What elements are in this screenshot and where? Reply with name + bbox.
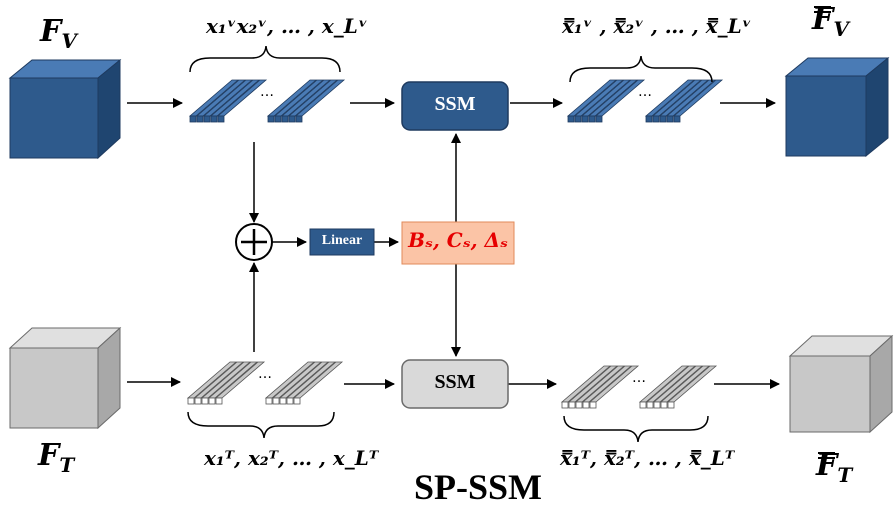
token-face (194, 397, 202, 405)
token-face (272, 397, 280, 405)
token-face (279, 397, 287, 405)
brace-t-out (563, 415, 709, 443)
ssm-bottom-label: SSM (434, 371, 476, 393)
linear-label: Linear (321, 233, 363, 248)
token-face (187, 397, 195, 405)
text-sequence-input-label: x₁ᵀ, x₂ᵀ, … , x_Lᵀ (204, 446, 379, 470)
token-face (215, 397, 223, 405)
token-face (208, 397, 216, 405)
visual-tokens-output: … (566, 79, 724, 123)
token-face (567, 115, 575, 123)
text-sequence-output-label: x̿₁ᵀ, x̿₂ᵀ, … , x̿_Lᵀ (560, 446, 735, 470)
linear-box (309, 228, 375, 256)
token-face (659, 115, 667, 123)
ssm-bottom-box (401, 359, 509, 409)
text-tokens-input: … (186, 361, 344, 405)
text-tokens-output: … (560, 365, 718, 409)
token-face (581, 115, 589, 123)
token-face (575, 401, 583, 409)
fv-input-cube (8, 58, 122, 160)
token-ellipsis: … (632, 370, 646, 386)
token-face (267, 115, 275, 123)
token-face (217, 115, 225, 123)
diagram-title: SP-SSM (414, 467, 543, 507)
visual-sequence-output-label: x̿₁ᵛ , x̿₂ᵛ , … , x̿_Lᵛ (562, 14, 752, 38)
token-face (639, 401, 647, 409)
token-face (210, 115, 218, 123)
params-box (401, 221, 515, 265)
visual-sequence-input-label: x₁ᵛx₂ᵛ, … , x_Lᵛ (206, 14, 368, 38)
fv-output-cube (784, 56, 890, 158)
token-face (295, 115, 303, 123)
token-face (653, 401, 661, 409)
plus-circle-icon (235, 223, 273, 261)
token-face (293, 397, 301, 405)
token-face (201, 397, 209, 405)
token-face (645, 115, 653, 123)
ft-input-label: FT (38, 438, 75, 477)
token-face (589, 401, 597, 409)
token-face (652, 115, 660, 123)
token-face (588, 115, 596, 123)
token-face (203, 115, 211, 123)
ssm-top-box (401, 81, 509, 131)
token-face (288, 115, 296, 123)
token-ellipsis: … (638, 84, 652, 100)
visual-tokens-input: … (188, 79, 346, 123)
token-face (568, 401, 576, 409)
ft-output-cube (788, 334, 894, 434)
token-face (667, 401, 675, 409)
ft-input-cube (8, 326, 122, 430)
token-face (666, 115, 674, 123)
token-face (673, 115, 681, 123)
params-label: Bₛ, Cₛ, Δₛ (408, 228, 508, 252)
token-face (189, 115, 197, 123)
fv-output-label: F V (812, 2, 849, 41)
ssm-top-label: SSM (434, 93, 476, 115)
token-face (561, 401, 569, 409)
token-face (196, 115, 204, 123)
token-face (582, 401, 590, 409)
token-face (646, 401, 654, 409)
token-ellipsis: … (260, 84, 274, 100)
token-face (281, 115, 289, 123)
token-face (286, 397, 294, 405)
token-face (660, 401, 668, 409)
fv-input-label: FV (40, 14, 77, 53)
token-face (265, 397, 273, 405)
token-face (595, 115, 603, 123)
brace-v-in (189, 45, 341, 73)
ft-output-label: F T (816, 448, 853, 487)
token-face (574, 115, 582, 123)
token-face (274, 115, 282, 123)
brace-v-out (569, 55, 713, 83)
brace-t-in (187, 411, 335, 439)
token-ellipsis: … (258, 366, 272, 382)
